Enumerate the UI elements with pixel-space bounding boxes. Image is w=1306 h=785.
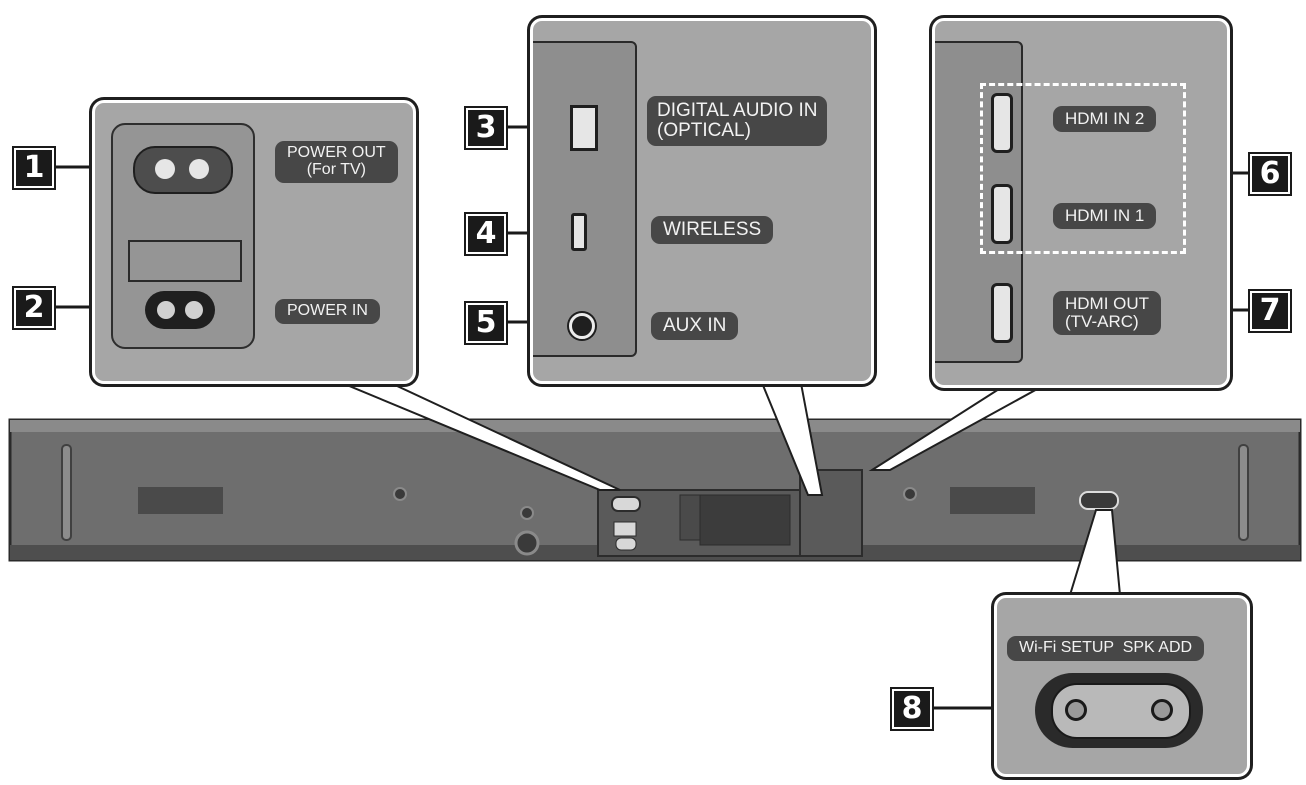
optical-port-icon	[570, 105, 598, 151]
hdmi-in-1-label: HDMI IN 1	[1053, 203, 1157, 229]
callout-badge-7: 7	[1250, 291, 1290, 331]
callout-badge-1: 1	[14, 148, 54, 188]
wireless-label: WIRELESS	[651, 216, 774, 244]
hdmi-port-icon	[991, 93, 1013, 153]
hdmi-in-group-outline	[980, 83, 1186, 254]
audio-recess	[533, 41, 637, 357]
hdmi-port-icon	[991, 184, 1013, 244]
audio-inputs-panel: DIGITAL AUDIO IN (OPTICAL) WIRELESS AUX …	[530, 18, 874, 384]
power-out-label: POWER OUT (For TV)	[275, 141, 398, 183]
micro-usb-port-icon	[571, 213, 587, 251]
callout-badge-2: 2	[14, 288, 54, 328]
power-inlet-icon	[145, 291, 215, 329]
digital-audio-in-label: DIGITAL AUDIO IN (OPTICAL)	[647, 96, 828, 146]
setup-buttons-panel: Wi-Fi SETUP SPK ADD	[994, 595, 1250, 777]
button-pair-icon	[1035, 673, 1203, 748]
power-in-housing	[128, 240, 242, 282]
callout-badge-8: 8	[892, 689, 932, 729]
callout-wedges	[329, 377, 1122, 596]
callout-badge-5: 5	[466, 303, 506, 343]
aux-jack-icon	[569, 313, 595, 339]
hdmi-in-2-label: HDMI IN 2	[1053, 106, 1157, 132]
aux-in-label: AUX IN	[651, 312, 739, 340]
power-in-label: POWER IN	[275, 299, 380, 324]
power-panel: POWER OUT (For TV) POWER IN	[92, 100, 416, 384]
callout-badge-6: 6	[1250, 154, 1290, 194]
wifi-spk-label: Wi-Fi SETUP SPK ADD	[1007, 636, 1205, 661]
hdmi-port-icon	[991, 283, 1013, 343]
callout-badge-3: 3	[466, 108, 506, 148]
callout-badge-4: 4	[466, 214, 506, 254]
hdmi-panel: HDMI IN 2 HDMI IN 1 HDMI OUT (TV-ARC)	[932, 18, 1230, 388]
power-outlet-icon	[133, 146, 233, 194]
hdmi-out-label: HDMI OUT (TV-ARC)	[1053, 291, 1162, 335]
